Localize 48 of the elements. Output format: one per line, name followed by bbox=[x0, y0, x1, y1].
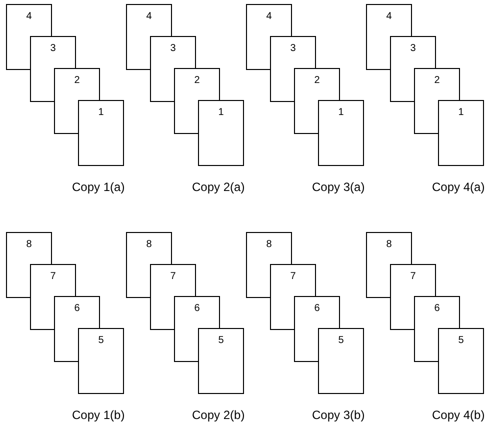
copy-caption: Copy 4(a) bbox=[432, 180, 485, 194]
page-number: 1 bbox=[337, 107, 345, 118]
page-number: 3 bbox=[409, 43, 417, 54]
page-number: 6 bbox=[193, 303, 201, 314]
page-number: 5 bbox=[217, 335, 225, 346]
copy-caption: Copy 2(a) bbox=[192, 180, 245, 194]
page-sheet bbox=[318, 100, 364, 166]
copy-caption: Copy 1(b) bbox=[72, 408, 125, 422]
page-number: 7 bbox=[49, 271, 57, 282]
page-sheet bbox=[318, 328, 364, 394]
page-number: 4 bbox=[145, 11, 153, 22]
page-number: 5 bbox=[457, 335, 465, 346]
copy-caption: Copy 3(a) bbox=[312, 180, 365, 194]
page-number: 4 bbox=[265, 11, 273, 22]
page-number: 5 bbox=[337, 335, 345, 346]
page-number: 6 bbox=[433, 303, 441, 314]
page-sheet bbox=[438, 100, 484, 166]
copy-caption: Copy 2(b) bbox=[192, 408, 245, 422]
page-number: 8 bbox=[265, 239, 273, 250]
page-number: 4 bbox=[25, 11, 33, 22]
page-number: 6 bbox=[313, 303, 321, 314]
page-number: 7 bbox=[409, 271, 417, 282]
page-sheet bbox=[438, 328, 484, 394]
page-number: 1 bbox=[97, 107, 105, 118]
page-sheet bbox=[198, 100, 244, 166]
page-number: 7 bbox=[289, 271, 297, 282]
page-number: 8 bbox=[145, 239, 153, 250]
page-number: 3 bbox=[169, 43, 177, 54]
page-number: 2 bbox=[313, 75, 321, 86]
page-number: 5 bbox=[97, 335, 105, 346]
copy-caption: Copy 4(b) bbox=[432, 408, 485, 422]
page-number: 1 bbox=[217, 107, 225, 118]
page-sheet bbox=[198, 328, 244, 394]
page-number: 2 bbox=[73, 75, 81, 86]
page-number: 1 bbox=[457, 107, 465, 118]
page-sheet bbox=[78, 100, 124, 166]
page-number: 3 bbox=[49, 43, 57, 54]
page-number: 8 bbox=[385, 239, 393, 250]
page-number: 6 bbox=[73, 303, 81, 314]
page-number: 2 bbox=[433, 75, 441, 86]
copy-caption: Copy 1(a) bbox=[72, 180, 125, 194]
page-number: 2 bbox=[193, 75, 201, 86]
copy-caption: Copy 3(b) bbox=[312, 408, 365, 422]
page-number: 8 bbox=[25, 239, 33, 250]
page-number: 7 bbox=[169, 271, 177, 282]
page-number: 3 bbox=[289, 43, 297, 54]
page-sheet bbox=[78, 328, 124, 394]
page-number: 4 bbox=[385, 11, 393, 22]
